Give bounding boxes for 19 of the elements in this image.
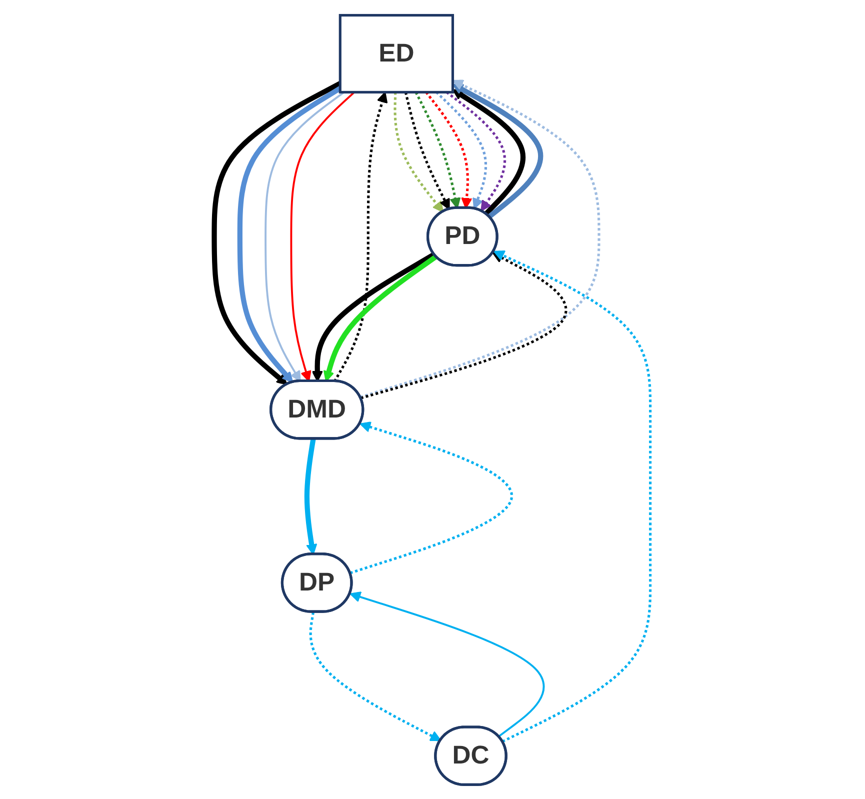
arrow	[394, 92, 444, 212]
arrow	[494, 250, 652, 742]
arrow	[360, 79, 600, 398]
arrow	[425, 90, 473, 208]
arrow	[446, 90, 506, 211]
arrow	[452, 88, 526, 216]
arrow	[452, 83, 544, 218]
arrow	[404, 91, 450, 210]
arrow	[212, 80, 342, 385]
node-box: ED	[339, 14, 454, 93]
arrow	[310, 612, 442, 741]
arrow	[264, 90, 345, 382]
arrow	[238, 86, 342, 382]
arrow	[350, 421, 514, 574]
arrow	[360, 252, 568, 399]
arrow	[436, 90, 488, 209]
arrow	[414, 91, 461, 208]
arrow	[290, 91, 356, 382]
arrow	[350, 590, 545, 737]
